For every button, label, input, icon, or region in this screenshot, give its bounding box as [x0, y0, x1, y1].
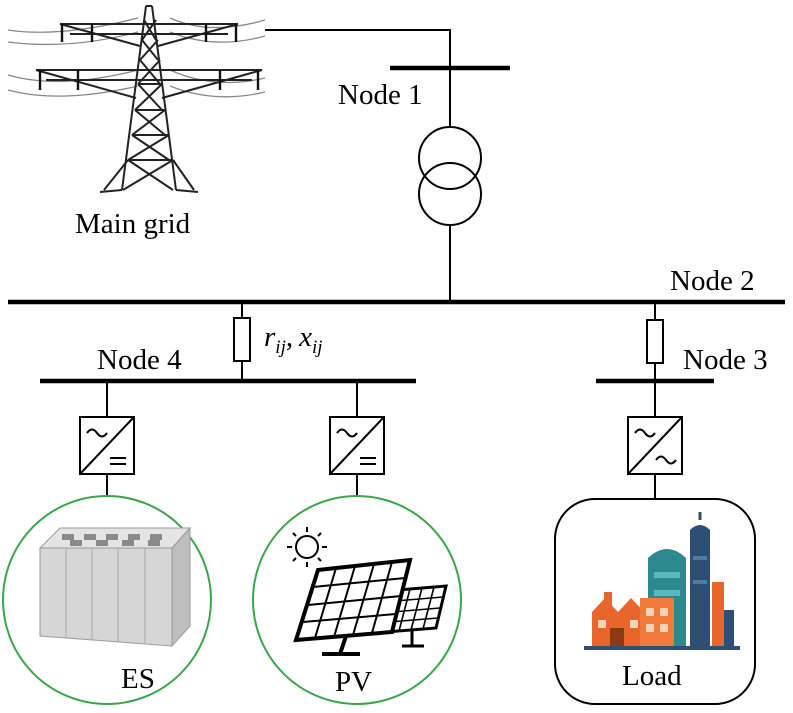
impedance-r-sub: ij: [275, 337, 286, 358]
impedance-r: r: [264, 321, 276, 353]
impedance-separator: ,: [286, 321, 293, 353]
load-label: Load: [622, 660, 682, 692]
ac-dc-converter-icon: [329, 416, 385, 475]
ac-dc-converter-icon: [79, 416, 135, 475]
node4-label: Node 4: [97, 344, 182, 376]
battery-cabinet-icon: [38, 526, 192, 648]
pv-label: PV: [335, 666, 372, 698]
transformer-icon: [418, 126, 482, 226]
line-impedance-3: [646, 319, 664, 364]
impedance-x-sub: ij: [312, 337, 323, 358]
impedance-label: rij,xij: [264, 321, 323, 358]
node1-label: Node 1: [338, 79, 423, 111]
es-boundary: [2, 495, 212, 705]
impedance-x: x: [298, 321, 312, 353]
factory-icon: [584, 512, 740, 650]
solar-panel-icon: [287, 527, 448, 656]
transmission-tower-icon: [7, 5, 266, 193]
main-grid-label: Main grid: [75, 208, 191, 240]
es-label: ES: [121, 663, 155, 695]
pv-boundary: [252, 495, 462, 705]
node2-label: Node 2: [670, 265, 755, 297]
node3-label: Node 3: [683, 344, 768, 376]
grid-feeder-line: [265, 29, 451, 68]
load-boundary: [554, 498, 756, 705]
ac-ac-converter-icon: [627, 416, 683, 475]
line-impedance: [233, 317, 251, 362]
